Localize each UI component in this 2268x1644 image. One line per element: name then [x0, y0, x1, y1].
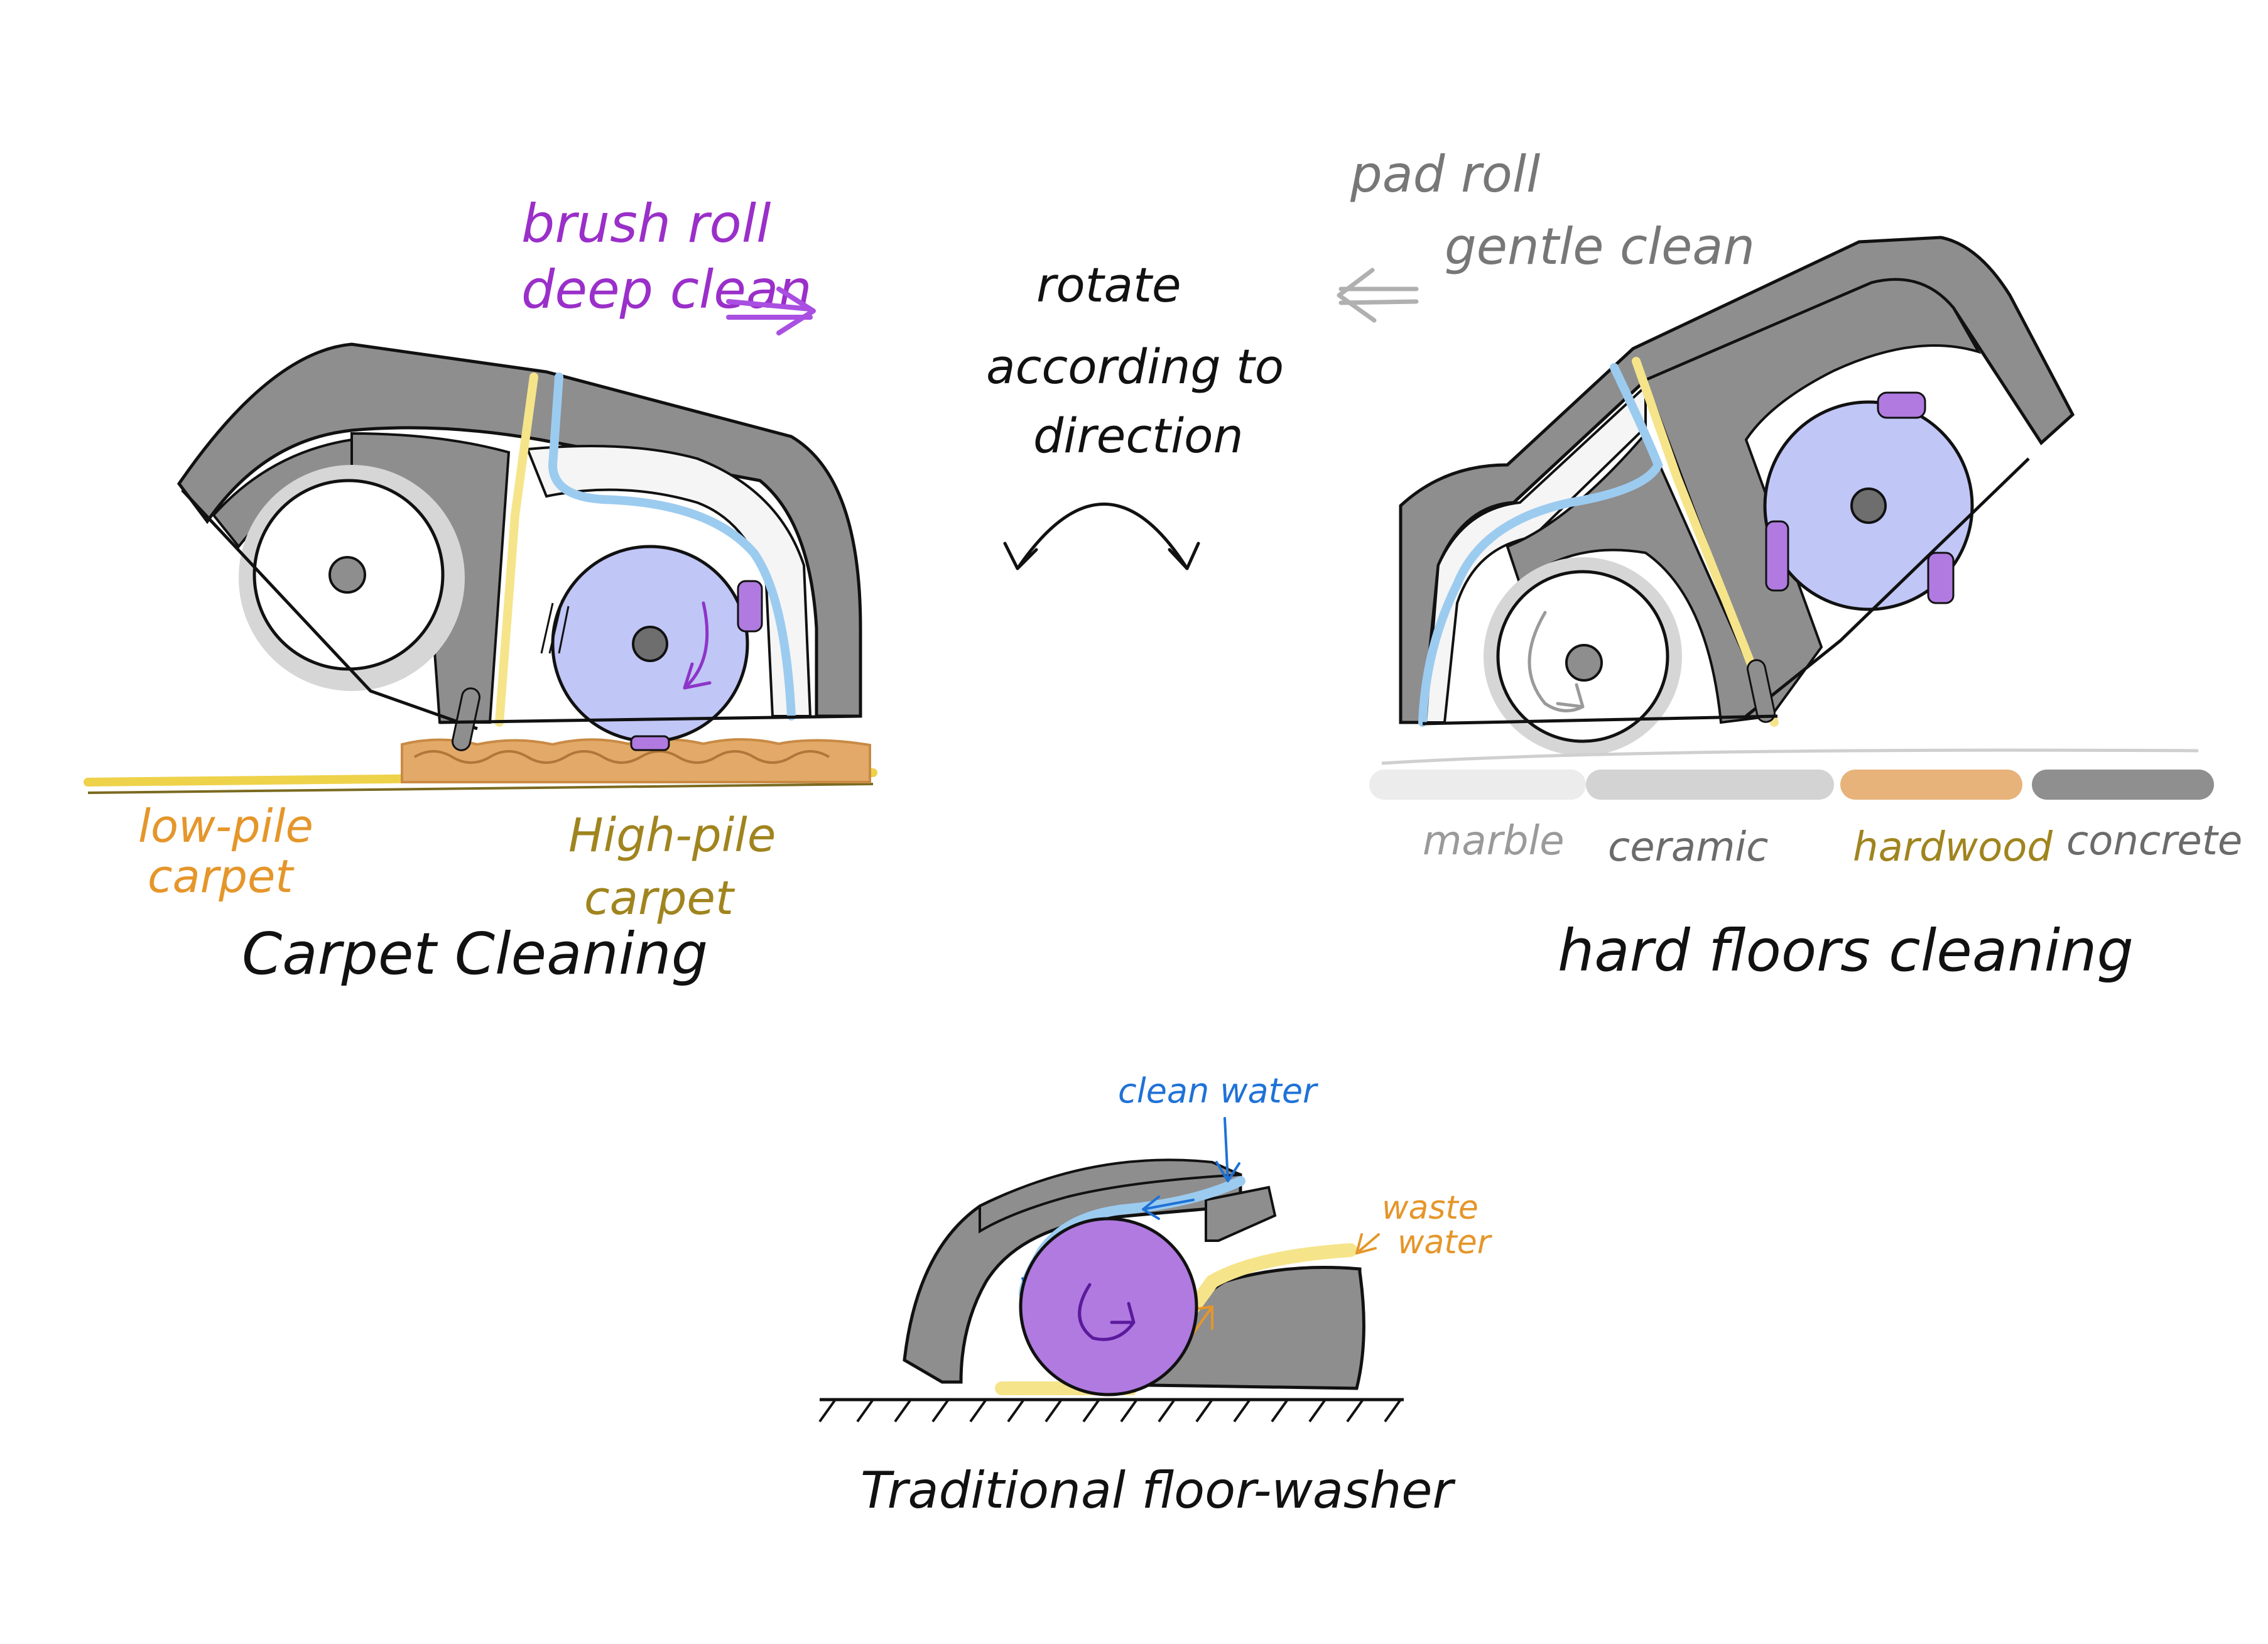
hard-floors-cleaning-head: [1381, 236, 2199, 765]
waste-label: waste: [1382, 1189, 1479, 1227]
hard-head-wheel-rotation-arrow: [1527, 611, 1585, 712]
pad-roll-label: pad roll: [1350, 145, 1540, 204]
traditional-floor-washer-title: Traditional floor-washer: [860, 1461, 1457, 1520]
floor-label-hardwood: hardwood: [1853, 824, 2053, 871]
low-pile-carpet-label: carpet: [148, 850, 295, 903]
carpet-brush-bristles-bottom: [630, 735, 670, 751]
carpet-head-inner-arc: [526, 445, 812, 717]
carpet-brush-bristles-right: [737, 580, 763, 633]
direction-label: direction: [1033, 408, 1244, 464]
hard-pad-roll-hub: [1850, 487, 1887, 524]
carpet-head-wheel-hub: [328, 556, 366, 594]
high-pile-carpet-label: carpet: [584, 871, 735, 925]
carpet-cleaning-title: Carpet Cleaning: [242, 920, 708, 988]
clean-water-pointer: [1215, 1117, 1240, 1182]
carpet-head-frame-line: [181, 489, 478, 731]
high-pile-label: High-pile: [568, 808, 776, 863]
rotate-both-ways-arrow: [1003, 503, 1200, 570]
hard-squeegee: [1747, 659, 1776, 723]
clean-water-label: clean water: [1118, 1071, 1318, 1111]
hard-floors-title: hard floors cleaning: [1558, 917, 2134, 984]
according-to-label: according to: [986, 339, 1284, 395]
gentle-clean-direction-arrow: [1337, 268, 1419, 323]
carpet-head-bottom-rim: [439, 714, 861, 724]
hard-pad-roll-bristles-top: [1877, 391, 1926, 419]
hard-head-wheel-hub: [1565, 644, 1603, 682]
carpet-waste-water-tube: [495, 373, 538, 727]
floor-type-swatches: [1369, 770, 2214, 800]
carpet-brush-roll-rotation-arrow: [683, 601, 712, 690]
floor-swatch-hardwood: [1840, 770, 2022, 800]
traditional-roller-rotation-arrow: [1078, 1283, 1136, 1341]
floor-swatch-ceramic: [1586, 770, 1834, 800]
waste-water-label: water: [1397, 1224, 1493, 1261]
gentle-clean-label: gentle clean: [1445, 217, 1755, 276]
deep-clean-direction-arrow: [726, 286, 816, 335]
brush-roll-label: brush roll: [521, 193, 771, 254]
traditional-nozzle-block: [1205, 1185, 1277, 1242]
carpet-brush-roll-hub: [632, 626, 668, 662]
hard-pad-roll-bristles-left: [1765, 520, 1789, 592]
traditional-hood-cap: [979, 1158, 1241, 1234]
hard-head-outer-shell: [1399, 236, 2075, 724]
hard-clean-water-tube: [1418, 363, 1663, 727]
hard-floor-line: [1381, 748, 2199, 765]
carpet-floor-line: [87, 783, 874, 794]
floor-swatch-concrete: [2032, 770, 2214, 800]
carpet-clean-water-tube: [548, 373, 796, 721]
hard-head-front-panel: [1644, 278, 1982, 719]
carpet-brush-bristles-left: [540, 599, 570, 654]
traditional-roller: [1019, 1217, 1198, 1396]
carpet-cleaning-head: [84, 342, 877, 794]
hard-head-frame-line: [1745, 457, 2030, 717]
rotate-label: rotate: [1036, 257, 1181, 313]
floor-label-ceramic: ceramic: [1608, 824, 1768, 871]
waste-water-pointer: [1355, 1233, 1380, 1255]
carpet-head-outer-shell: [176, 342, 862, 718]
hard-pad-roll-bristles-right: [1927, 552, 1955, 604]
floor-label-marble: marble: [1423, 818, 1565, 864]
hard-waste-water-tube: [1632, 357, 1779, 727]
low-pile-label: low-pile: [138, 800, 313, 852]
deep-clean-label: deep clean: [521, 259, 812, 320]
floor-label-concrete: concrete: [2066, 818, 2242, 864]
traditional-floor-washer: [818, 1158, 1404, 1423]
hard-head-bottom-rim: [1422, 714, 1778, 726]
traditional-ground-hatching: [818, 1398, 1402, 1423]
carpet-fibres: [413, 750, 830, 764]
floor-swatch-marble: [1369, 770, 1586, 800]
